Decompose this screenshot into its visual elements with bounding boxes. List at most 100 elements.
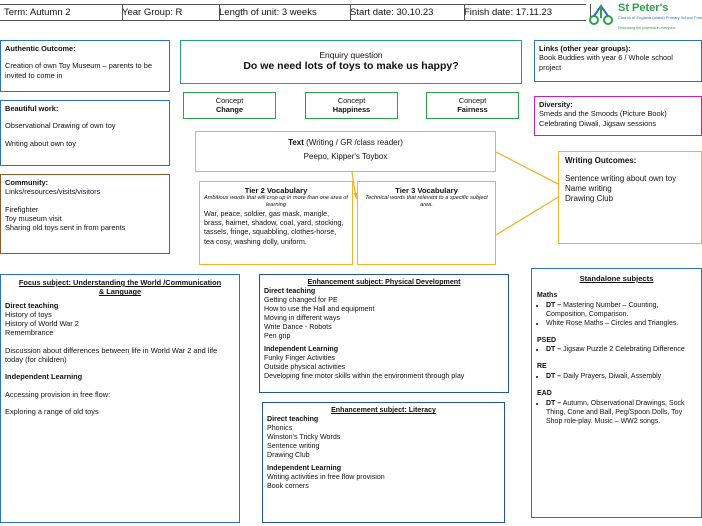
psed-list: DT – Jigsaw Puzzle 2 Celebrating Differe… xyxy=(537,346,696,355)
concept-value: Fairness xyxy=(457,105,488,115)
enquiry-question: Do we need lots of toys to make us happy… xyxy=(243,60,459,72)
community-line: Firefighter xyxy=(5,204,39,214)
diversity-box: Diversity: Smeds and the Smoods (Picture… xyxy=(534,96,702,136)
pd-direct-item: Getting changed for PE xyxy=(264,296,338,304)
tier2-title: Tier 2 Vocabulary xyxy=(244,186,308,195)
pd-independent-item: Developing fine motor skills within the … xyxy=(264,372,465,380)
dt-label: DT – xyxy=(546,373,562,381)
tier3-title: Tier 3 Vocabulary xyxy=(395,186,458,195)
concept-happiness-box: Concept Happiness xyxy=(305,92,398,119)
psed-title: PSED xyxy=(537,336,557,344)
beautiful-work-box: Beautiful work: Observational Drawing of… xyxy=(0,100,170,166)
lit-direct-title: Direct teaching xyxy=(267,415,319,423)
authentic-outcome-text: Creation of own Toy Museum – parents to … xyxy=(5,61,152,80)
pd-independent-title: Independent Learning xyxy=(264,345,339,353)
re-text: Daily Prayers, Diwali, Assembly xyxy=(561,373,662,381)
focus-direct-item: History of World War 2 xyxy=(5,319,79,329)
tier2-words: War, peace, soldier, gas mask, mangle, b… xyxy=(204,209,344,246)
maths-item: White Rose Maths – Circles and Triangles… xyxy=(546,320,696,329)
pd-title: Enhancement subject: Physical Developmen… xyxy=(307,278,461,286)
diversity-line: Smeds and the Smoods (Picture Book) xyxy=(539,109,667,119)
focus-direct-item: History of toys xyxy=(5,309,52,319)
lit-independent-item: Writing activities in free flow provisio… xyxy=(267,473,385,481)
lit-title: Enhancement subject: Literacy xyxy=(331,406,436,414)
writing-outcomes-title: Writing Outcomes: xyxy=(565,156,637,165)
pd-direct-item: Pen grip xyxy=(264,332,291,340)
diversity-line: Celebrating Diwali, Jigsaw sessions xyxy=(539,118,657,128)
enquiry-label: Enquiry question xyxy=(319,50,383,60)
term-cell: Term: Autumn 2 xyxy=(0,4,123,21)
pd-direct-title: Direct teaching xyxy=(264,287,316,295)
community-title: Community: xyxy=(5,178,49,187)
dt-label: DT – xyxy=(546,400,562,408)
lit-direct-item: Drawing Club xyxy=(267,451,310,459)
length-cell: Length of unit: 3 weeks xyxy=(215,4,351,21)
dt-label: DT – xyxy=(546,301,562,309)
text-box-book: Peepo, Kipper's Toybox xyxy=(303,152,388,161)
maths-title: Maths xyxy=(537,291,558,299)
concept-fairness-box: Concept Fairness xyxy=(426,92,519,119)
beautiful-work-title: Beautiful work: xyxy=(5,104,59,113)
literacy-subject-box: Enhancement subject: Literacy Direct tea… xyxy=(262,402,505,523)
writing-outcome-line: Sentence writing about own toy xyxy=(565,174,677,183)
maths-list: DT – Mastering Number – Counting, Compos… xyxy=(537,302,696,329)
logo-tagline: Embracing the potential in everyone xyxy=(618,26,676,30)
focus-independent-item: Accessing provision in free flow: xyxy=(5,389,111,399)
focus-title-2: & Language xyxy=(98,287,142,297)
links-title: Links (other year groups): xyxy=(539,44,631,53)
links-box: Links (other year groups): Book Buddies … xyxy=(534,40,702,82)
focus-discussion: Discussion about differences between lif… xyxy=(5,345,218,365)
pd-direct-item: Write Dance - Robots xyxy=(264,323,332,331)
standalone-subjects-box: Standalone subjects Maths DT – Mastering… xyxy=(531,268,702,518)
year-group-cell: Year Group: R xyxy=(118,4,220,21)
psed-item: DT – Jigsaw Puzzle 2 Celebrating Differe… xyxy=(546,346,696,355)
lit-direct-item: Winston's Tricky Words xyxy=(267,433,341,441)
focus-independent-item: Exploring a range of old toys xyxy=(5,406,99,416)
text-box-title-rest: (Writing / GR /class reader) xyxy=(306,138,403,147)
authentic-outcome-title: Authentic Outcome: xyxy=(5,44,76,53)
community-subtitle: Links/resources/visits/visitors xyxy=(5,187,101,197)
re-title: RE xyxy=(537,363,547,371)
concept-label: Concept xyxy=(215,96,244,105)
pd-direct-item: How to use the Hall and equipment xyxy=(264,305,375,313)
tier2-vocabulary-box: Tier 2 Vocabulary Ambitious words that w… xyxy=(199,181,353,265)
pd-direct-item: Moving in different ways xyxy=(264,314,340,322)
ead-item: DT – Autumn, Observational Drawings, Soc… xyxy=(546,400,696,427)
focus-title: Focus subject: Understanding the World /… xyxy=(18,278,222,287)
focus-independent-title: Independent Learning xyxy=(5,372,83,382)
header-row xyxy=(0,4,586,21)
community-box: Community: Links/resources/visits/visito… xyxy=(0,174,170,254)
dt-label: DT – xyxy=(546,346,562,354)
maths-text: Mastering Number – Counting, Composition… xyxy=(546,301,659,318)
writing-outcome-line: Drawing Club xyxy=(565,194,614,203)
re-list: DT – Daily Prayers, Diwali, Assembly xyxy=(537,373,696,382)
beautiful-work-line: Observational Drawing of own toy xyxy=(5,121,116,131)
lit-independent-item: Book corners xyxy=(267,482,309,490)
pd-independent-item: Outside physical activities xyxy=(264,363,346,371)
concept-label: Concept xyxy=(458,96,487,105)
writing-outcomes-box: Writing Outcomes: Sentence writing about… xyxy=(558,151,702,244)
start-date-cell: Start date: 30.10.23 xyxy=(346,4,465,21)
maths-item: DT – Mastering Number – Counting, Compos… xyxy=(546,302,696,320)
ead-text: Autumn, Observational Drawings, Sock Thi… xyxy=(546,400,685,425)
focus-subject-box: Focus subject: Understanding the World /… xyxy=(0,274,240,523)
lit-direct-item: Phonics xyxy=(267,424,293,432)
tier2-description: Ambitious words that will crop up in mor… xyxy=(204,195,348,209)
logo-subtitle: Church of England (aided) Primary School… xyxy=(618,15,702,20)
community-line: Sharing old toys sent in from parents xyxy=(5,223,126,233)
focus-direct-item: Remembrance xyxy=(5,328,54,338)
focus-direct-title: Direct teaching xyxy=(5,300,59,310)
psed-text: Jigsaw Puzzle 2 Celebrating Difference xyxy=(561,346,685,354)
concept-value: Happiness xyxy=(332,105,371,115)
text-box: Text (Writing / GR /class reader) Peepo,… xyxy=(195,131,496,172)
lit-independent-title: Independent Learning xyxy=(267,464,342,472)
tier3-vocabulary-box: Tier 3 Vocabulary Technical words that r… xyxy=(357,181,496,265)
ead-list: DT – Autumn, Observational Drawings, Soc… xyxy=(537,400,696,427)
finish-date-cell: Finish date: 17.11.23 xyxy=(460,4,591,21)
re-item: DT – Daily Prayers, Diwali, Assembly xyxy=(546,373,696,382)
pd-subject-box: Enhancement subject: Physical Developmen… xyxy=(259,274,509,393)
concept-value: Change xyxy=(215,105,244,115)
diversity-title: Diversity: xyxy=(539,100,573,109)
logo-mark-icon xyxy=(589,4,613,25)
standalone-title: Standalone subjects xyxy=(579,274,654,283)
